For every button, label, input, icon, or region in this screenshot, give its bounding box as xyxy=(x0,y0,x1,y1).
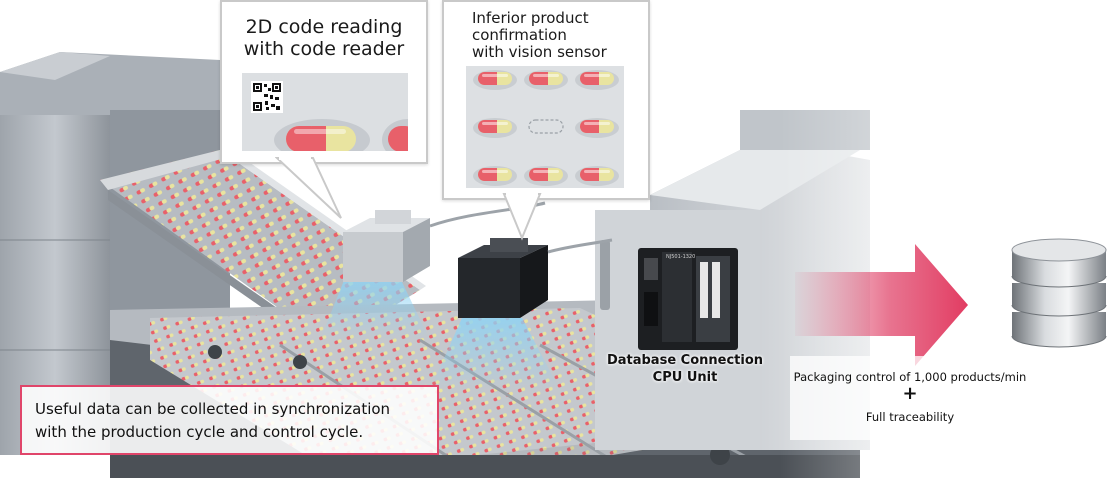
vision-sensor-callout-tail xyxy=(502,192,542,241)
missing-capsule-outline xyxy=(528,119,564,134)
capsule-partial xyxy=(382,119,408,151)
capsule xyxy=(575,118,619,138)
note-box: Useful data can be collected in synchron… xyxy=(20,385,439,455)
code-reader-callout-tail xyxy=(275,156,342,219)
code-reader-image xyxy=(242,73,408,151)
arrow-right-icon xyxy=(795,244,968,366)
vision-sensor-image xyxy=(466,66,624,188)
packaging-control-text: Packaging control of 1,000 products/min xyxy=(793,370,1027,384)
capsule xyxy=(524,70,568,90)
code-reader-callout: 2D code reading with code reader xyxy=(220,0,428,164)
svg-text:NJ501-1320: NJ501-1320 xyxy=(666,254,695,260)
capsule xyxy=(473,70,517,90)
cpu-unit-device: NJ501-1320 xyxy=(638,248,738,350)
vision-sensor-callout: Inferior product confirmation with visio… xyxy=(442,0,650,200)
capsule xyxy=(524,166,568,186)
capsule xyxy=(473,166,517,186)
vision-sensor-callout-title: Inferior product confirmation with visio… xyxy=(472,9,607,61)
database-icon xyxy=(1011,238,1107,348)
note-text: Useful data can be collected in synchron… xyxy=(35,400,391,441)
code-reader-callout-title: 2D code reading with code reader xyxy=(243,16,405,60)
capsule-in-tray xyxy=(274,119,370,151)
code-reader-device xyxy=(320,201,546,340)
capsule xyxy=(575,166,619,186)
packaging-info-box: Packaging control of 1,000 products/min … xyxy=(790,356,1030,440)
vision-sensor-device xyxy=(430,238,613,390)
plus-sign: + xyxy=(902,383,918,404)
capsule-grid xyxy=(473,70,619,186)
qr-code-icon xyxy=(251,81,283,113)
cpu-unit-label-text: Database Connection CPU Unit xyxy=(606,353,764,385)
cpu-unit-label: Database Connection CPU Unit xyxy=(600,352,770,386)
full-traceability-text: Full traceability xyxy=(865,410,955,424)
capsule xyxy=(473,118,517,138)
capsule xyxy=(575,70,619,90)
